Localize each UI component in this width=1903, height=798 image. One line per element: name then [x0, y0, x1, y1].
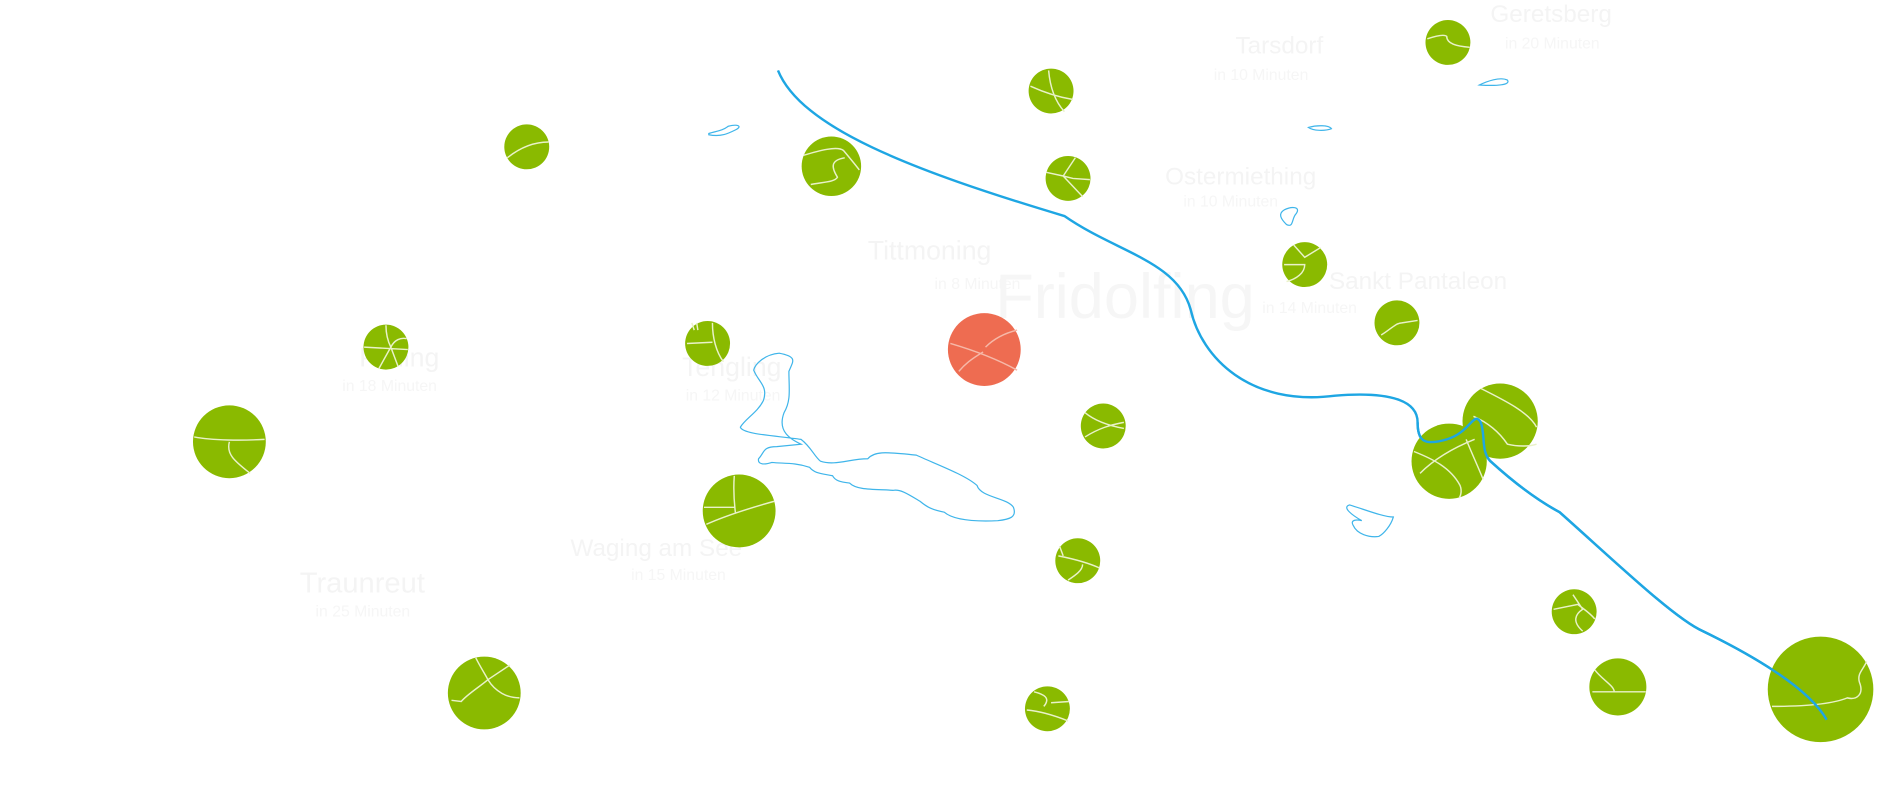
place-sub: in 20 Minuten	[1505, 36, 1600, 53]
place-sub: in 10 Minuten	[1214, 67, 1309, 84]
town-markers	[192, 20, 1874, 743]
place-label: Geretsberg	[1490, 1, 1611, 28]
place-label: Waging am See	[570, 535, 742, 562]
lake-outline	[1477, 78, 1509, 87]
town-marker[interactable]	[1767, 636, 1874, 743]
place-label: Sankt Pantaleon	[1329, 268, 1507, 295]
town-marker[interactable]	[801, 136, 862, 197]
town-marker[interactable]	[1551, 589, 1597, 635]
town-marker[interactable]	[1028, 68, 1074, 114]
town-marker[interactable]	[1411, 423, 1487, 499]
town-marker[interactable]	[192, 405, 266, 479]
town-marker[interactable]	[685, 321, 731, 366]
town-marker[interactable]	[1282, 242, 1328, 288]
place-label: Traunreut	[300, 567, 425, 599]
place-sub: in 8 Minuten	[935, 276, 1021, 293]
place-sub: in 15 Minuten	[631, 567, 726, 584]
place-label: Tarsdorf	[1236, 32, 1324, 59]
place-sub: in 18 Minuten	[342, 378, 437, 395]
town-marker[interactable]	[1425, 20, 1471, 65]
town-marker[interactable]	[447, 656, 521, 730]
center-town-label: Fridolfing	[995, 262, 1255, 332]
river-overlay	[1416, 417, 1828, 721]
lake-outline	[739, 352, 1015, 522]
lake-outline	[1346, 504, 1395, 538]
place-sub: in 14 Minuten	[1262, 300, 1357, 317]
lake-outline	[708, 124, 740, 137]
place-label: Ostermiething	[1165, 163, 1316, 190]
place-label: Tittmoning	[868, 236, 992, 266]
town-marker[interactable]	[702, 474, 776, 548]
town-marker[interactable]	[1374, 300, 1420, 346]
lake-outline	[1307, 125, 1333, 131]
town-marker[interactable]	[1024, 686, 1070, 732]
town-marker[interactable]	[363, 324, 409, 370]
town-marker[interactable]	[1045, 155, 1091, 201]
town-marker[interactable]	[1080, 403, 1126, 449]
place-sub: in 12 Minuten	[686, 388, 781, 405]
town-marker[interactable]	[504, 124, 550, 170]
town-marker[interactable]	[1055, 538, 1101, 584]
lake-outline	[1279, 206, 1299, 226]
place-sub: in 10 Minuten	[1183, 193, 1278, 210]
town-marker[interactable]	[1589, 658, 1647, 716]
place-sub: in 25 Minuten	[316, 604, 411, 621]
town-marker[interactable]	[947, 313, 1021, 386]
town-marker[interactable]	[1462, 383, 1538, 459]
